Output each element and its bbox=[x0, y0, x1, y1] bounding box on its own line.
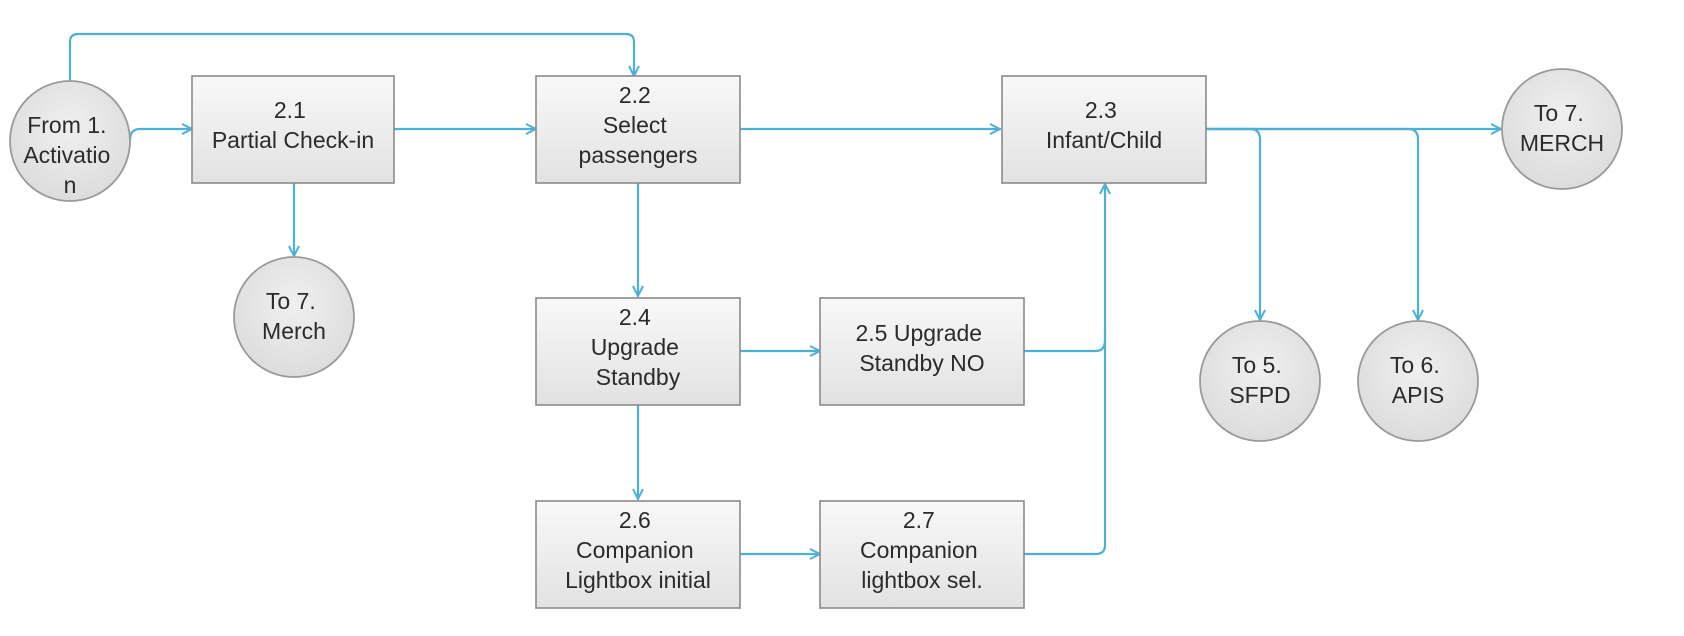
label-line: 2.2 bbox=[619, 82, 651, 108]
node-to-merch[interactable]: To 7. Merch bbox=[233, 256, 355, 378]
edge-companion-selection-to-infant-child bbox=[1022, 182, 1105, 556]
node-select-passengers[interactable]: 2.2 Select passengers bbox=[535, 75, 741, 184]
node-infant-child[interactable]: 2.3 Infant/Child bbox=[1001, 75, 1207, 184]
label-line: Partial Check-in bbox=[212, 127, 374, 153]
label-line: 2.7 bbox=[903, 507, 935, 533]
node-label-line: To 5. SFPD bbox=[1229, 352, 1290, 408]
label-line: Companion bbox=[860, 537, 978, 563]
label-line: Standby bbox=[596, 364, 681, 390]
label-line: To 5. bbox=[1232, 352, 1282, 378]
edge-activation-to-partial-checkin bbox=[128, 129, 194, 142]
edge-upgrade-no-to-infant-child bbox=[1022, 328, 1107, 353]
node-upgrade-standby-no[interactable]: 2.5 Upgrade Standby NO bbox=[819, 297, 1025, 406]
label-line: 2.1 bbox=[274, 97, 306, 123]
node-label-line: From 1. Activatio n bbox=[23, 112, 116, 198]
edge-infant-child-to-apis bbox=[1204, 127, 1418, 322]
edges bbox=[68, 32, 1503, 556]
label-line: Upgrade bbox=[591, 334, 679, 360]
label-line: From 1. bbox=[27, 112, 106, 138]
node-upgrade-standby[interactable]: 2.4 Upgrade Standby bbox=[535, 297, 741, 406]
node-companion-lightbox-initial[interactable]: 2.6 Companion Lightbox initial bbox=[535, 500, 741, 609]
label-line: Infant/Child bbox=[1046, 127, 1162, 153]
node-label-line: 2.6 Companion Lightbox initial bbox=[565, 507, 711, 593]
node-label-line: 2.4 Upgrade Standby bbox=[591, 304, 686, 390]
node-to-merch-caps[interactable]: To 7. MERCH bbox=[1501, 68, 1623, 190]
node-partial-checkin[interactable]: 2.1 Partial Check-in bbox=[191, 75, 395, 184]
label-line: n bbox=[64, 172, 77, 198]
node-to-apis[interactable]: To 6. APIS bbox=[1357, 320, 1479, 442]
node-label-line: 2.5 Upgrade Standby NO bbox=[856, 320, 989, 376]
label-line: passengers bbox=[579, 142, 698, 168]
label-line: APIS bbox=[1392, 382, 1444, 408]
node-label-line: 2.1 Partial Check-in bbox=[212, 97, 374, 153]
edge-infant-child-to-sfpd bbox=[1204, 127, 1260, 322]
label-line: MERCH bbox=[1520, 130, 1604, 156]
node-label-line: To 6. APIS bbox=[1390, 352, 1446, 408]
label-line: 2.3 bbox=[1085, 97, 1117, 123]
node-label-line: 2.7 Companion lightbox sel. bbox=[860, 507, 984, 593]
label-line: Standby NO bbox=[859, 350, 984, 376]
label-line: lightbox sel. bbox=[861, 567, 982, 593]
edge-activation-to-select-passengers bbox=[68, 32, 634, 84]
label-line: Merch bbox=[262, 318, 326, 344]
label-line: 2.5 Upgrade bbox=[856, 320, 983, 346]
node-from-activation[interactable]: From 1. Activatio n bbox=[9, 80, 131, 202]
node-label-line: 2.2 Select passengers bbox=[579, 82, 698, 168]
label-line: Select bbox=[603, 112, 668, 138]
label-line: Lightbox initial bbox=[565, 567, 711, 593]
label-line: To 7. bbox=[266, 288, 316, 314]
node-label-line: To 7. Merch bbox=[262, 288, 326, 344]
label-line: To 6. bbox=[1390, 352, 1440, 378]
node-label-line: 2.3 Infant/Child bbox=[1046, 97, 1162, 153]
label-line: SFPD bbox=[1229, 382, 1290, 408]
label-line: Activatio bbox=[23, 142, 110, 168]
label-line: Companion bbox=[576, 537, 694, 563]
node-companion-lightbox-selection[interactable]: 2.7 Companion lightbox sel. bbox=[819, 500, 1025, 609]
node-label-line: To 7. MERCH bbox=[1520, 100, 1604, 156]
node-to-sfpd[interactable]: To 5. SFPD bbox=[1199, 320, 1321, 442]
label-line: 2.4 bbox=[619, 304, 651, 330]
label-line: 2.6 bbox=[619, 507, 651, 533]
label-line: To 7. bbox=[1534, 100, 1584, 126]
